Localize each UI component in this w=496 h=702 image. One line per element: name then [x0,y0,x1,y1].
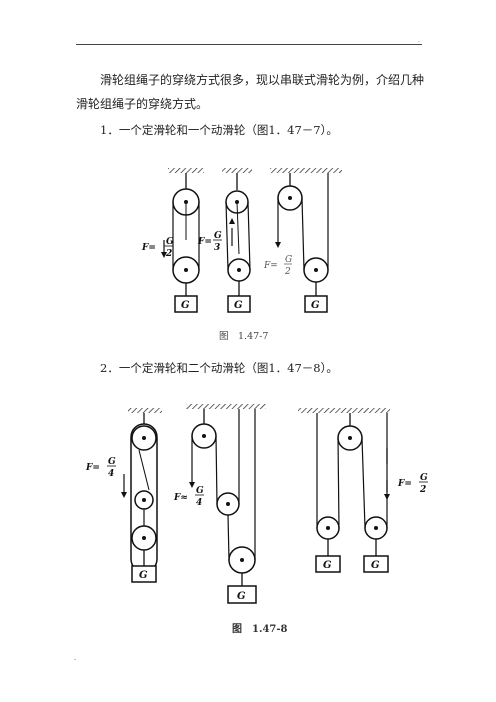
header-mark: . [418,37,420,44]
force-numerator-c: G [285,255,292,265]
ceiling-hatch [186,404,266,409]
ceiling-hatch [128,408,162,413]
force-denominator-a: 2 [165,249,172,259]
pulley-assembly-c: G F= G 2 [263,168,342,313]
force-denominator-d: 4 [108,469,114,479]
load-label: G [181,300,190,311]
pulley-assembly-b: G F= G 3 [197,168,252,313]
load-label: G [237,591,246,602]
pulley-assembly-f: G G F= G 2 [298,408,428,573]
force-denominator-e: 4 [196,498,202,508]
section-heading-2: 2．一个定滑轮和二个动滑轮（图1．47－8）。 [100,361,338,375]
load-box [304,295,328,313]
load-label: G [323,560,332,571]
load-box [174,295,198,313]
pulley-figure-2: G F= G 4 G F≈ G 4 [85,404,428,604]
ceiling-hatch [298,408,390,413]
force-denominator-b: 3 [214,243,220,253]
ceiling-hatch [270,168,342,173]
force-numerator-d: G [108,457,116,467]
force-denominator-c: 2 [284,267,291,277]
load-box [227,585,257,604]
pulley-assembly-e: G F≈ G 4 [173,404,266,604]
force-numerator-e: G [196,486,204,496]
load-box [131,565,157,583]
force-prefix-d: F= [85,463,100,473]
load-box [363,555,389,573]
load-box [227,295,251,313]
force-prefix-b: F= [197,237,212,247]
load-label: G [371,560,380,571]
force-prefix-c: F= [263,261,278,271]
force-numerator-b: G [214,231,222,241]
pulley-figure-1: G F= G 2 G F= G 3 [141,168,342,313]
figure-caption-1: 图 1.47-7 [219,331,269,342]
figure-caption-2: 图 1.47-8 [232,624,288,635]
header-rule [76,44,422,45]
section-heading-1: 1．一个定滑轮和一个动滑轮（图1．47－7）。 [100,123,338,137]
ceiling-hatch [222,168,252,173]
force-numerator-a: G [166,237,174,247]
load-box [315,555,341,573]
force-prefix-a: F= [141,243,156,253]
load-label: G [311,300,320,311]
load-label: G [234,300,243,311]
pulley-assembly-d: G F= G 4 [85,408,162,583]
force-prefix-f: F= [397,479,412,489]
ceiling-hatch [168,168,204,173]
force-prefix-e: F≈ [173,493,188,503]
intro-paragraph: 滑轮组绳子的穿绕方式很多，现以串联式滑轮为例，介绍几种滑轮组绳子的穿绕方式。 [76,73,425,111]
pulley-assembly-a: G F= G 2 [141,168,204,313]
load-label: G [139,570,148,581]
force-denominator-f: 2 [419,485,426,495]
force-numerator-f: G [420,473,428,483]
footer-mark: . [74,654,77,662]
